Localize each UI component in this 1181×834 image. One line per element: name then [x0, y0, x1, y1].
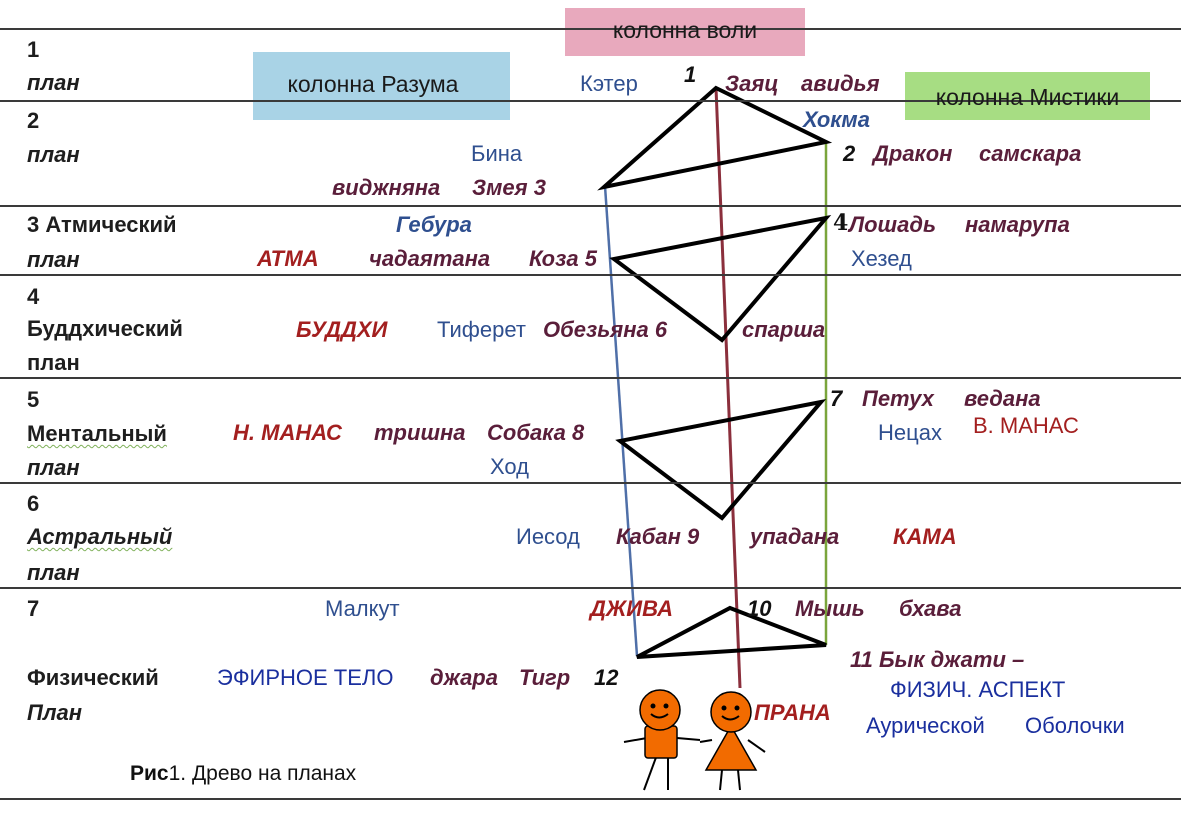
- rooster-label: Петух: [862, 386, 934, 411]
- node-7-number: 7: [830, 386, 843, 411]
- will-column-line: [714, 87, 742, 689]
- plane-7-name: Физический: [27, 665, 159, 690]
- hokma-label: Хокма: [803, 107, 870, 132]
- iesod-label: Иесод: [516, 524, 580, 549]
- plane-divider-4: [0, 377, 1181, 379]
- auricheskoy-label: Аурической: [866, 713, 985, 738]
- plane-1-word: план: [27, 70, 80, 95]
- node-12-number: 12: [594, 665, 619, 690]
- netsah-label: Нецах: [878, 420, 942, 445]
- plane-divider-3: [0, 274, 1181, 276]
- plane-4-word: план: [27, 350, 80, 375]
- plane-2-number: 2: [27, 108, 40, 133]
- avidya-label: авидья: [801, 71, 880, 96]
- plane-6-name: Астральный: [27, 524, 173, 549]
- upadana-label: упадана: [750, 524, 840, 549]
- triangle-7-8-9: [615, 398, 827, 521]
- plane-divider-6: [0, 587, 1181, 589]
- reason-column-box: [253, 52, 510, 120]
- samskara-label: самскара: [979, 141, 1082, 166]
- dzhara-label: джара: [430, 665, 498, 690]
- node-2-number: 2: [843, 141, 856, 166]
- figure-caption: Рис1. Древо на планах: [130, 762, 357, 785]
- plane-divider-top: [0, 28, 1181, 30]
- dragon-label: Дракон: [873, 141, 953, 166]
- node-4-number: 4: [833, 210, 849, 236]
- plane-6-number: 6: [27, 491, 40, 516]
- mouse-label: Мышь: [795, 596, 865, 621]
- boar-label: Кабан 9: [616, 524, 700, 549]
- chadayatana-label: чадаятана: [369, 246, 491, 271]
- dog-label: Собака 8: [487, 420, 585, 445]
- goat-label: Коза 5: [529, 246, 597, 271]
- atma-label: АТМА: [257, 246, 319, 271]
- plane-4-name: Буддхический: [27, 316, 183, 341]
- plane-divider-bottom: [0, 798, 1181, 800]
- mystic-column-box: [905, 72, 1150, 120]
- vidzhnyana-label: виджняна: [332, 175, 441, 200]
- mystic-column-label: колонна Мистики: [935, 84, 1120, 110]
- hod-label: Ход: [490, 454, 530, 479]
- node-10-number: 10: [747, 596, 772, 621]
- plane-5-number: 5: [27, 387, 40, 412]
- reason-column-label: колонна Разума: [287, 71, 459, 97]
- plane-6-word: план: [27, 560, 80, 585]
- plane-4-number: 4: [27, 284, 40, 309]
- prana-label: ПРАНА: [754, 700, 831, 725]
- malkut-label: Малкут: [325, 596, 400, 621]
- kama-label: КАМА: [893, 524, 957, 549]
- plane-1-number: 1: [27, 37, 40, 62]
- will-column-box: [565, 8, 805, 56]
- obolochki-label: Оболочки: [1025, 713, 1125, 738]
- reason-column-line: [603, 185, 639, 657]
- dzhiva-label: ДЖИВА: [590, 596, 674, 621]
- plane-3-word: план: [27, 247, 80, 272]
- hezed-label: Хезед: [851, 246, 912, 271]
- gebura-label: Гебура: [396, 212, 472, 237]
- triangle-1-2-3: [597, 85, 833, 191]
- keter-label: Кэтер: [580, 71, 638, 96]
- snake-label: Змея 3: [472, 175, 546, 200]
- fizich-aspect-label: ФИЗИЧ. АСПЕКТ: [890, 677, 1066, 702]
- plane-divider-2: [0, 205, 1181, 207]
- v-manas-label: В. МАНАС: [973, 413, 1079, 438]
- plane-5-name: Ментальный: [27, 421, 167, 446]
- tiferet-label: Тиферет: [437, 317, 526, 342]
- triangle-4-5-6: [609, 214, 832, 343]
- plane-5-word: план: [27, 455, 80, 480]
- trishna-label: тришна: [374, 420, 466, 445]
- node-1-number: 1: [684, 62, 697, 87]
- girl-figure-icon: [699, 691, 766, 791]
- plane-2-word: план: [27, 142, 80, 167]
- bina-label: Бина: [471, 141, 523, 166]
- buddhi-label: БУДДХИ: [296, 317, 388, 342]
- vedana-label: ведана: [964, 386, 1041, 411]
- will-column-label: колонна воли: [612, 17, 758, 43]
- sparsha-label: спарша: [742, 317, 826, 342]
- namarupa-label: намарупа: [965, 212, 1070, 237]
- triangle-10-11-12: [636, 605, 827, 659]
- n-manas-label: Н. МАНАС: [233, 420, 342, 445]
- plane-divider-1: [0, 100, 1181, 102]
- tiger-label: Тигр: [519, 665, 571, 690]
- monkey-label: Обезьяна 6: [543, 317, 668, 342]
- bull-label: 11 Бык джати –: [850, 647, 1025, 672]
- plane-3-number: 3 Атмический: [27, 212, 177, 237]
- hare-label: Заяц: [725, 71, 779, 96]
- plane-divider-5: [0, 482, 1181, 484]
- plane-7-word: План: [27, 700, 83, 725]
- boy-figure-icon: [623, 689, 701, 791]
- plane-7-number: 7: [27, 596, 40, 621]
- horse-label: Лошадь: [849, 212, 937, 237]
- efirnoe-telo-label: ЭФИРНОЕ ТЕЛО: [217, 665, 394, 690]
- bhava-label: бхава: [899, 596, 962, 621]
